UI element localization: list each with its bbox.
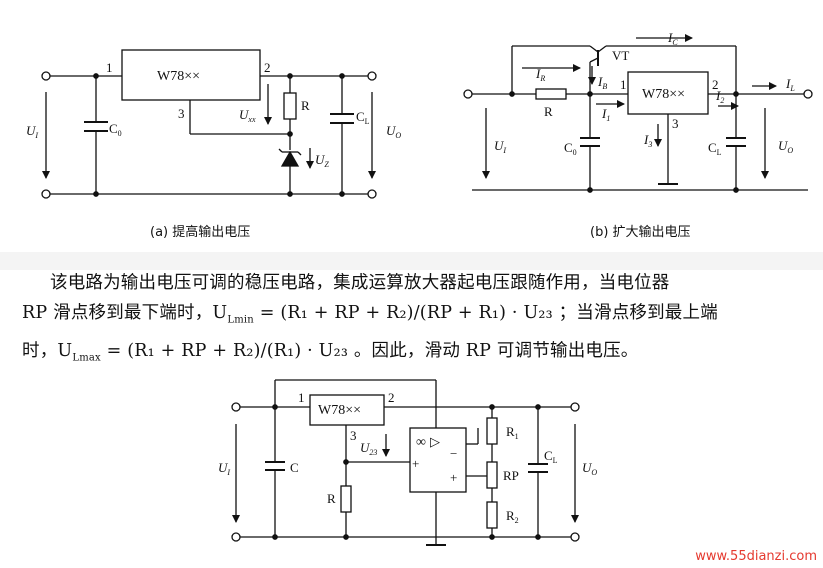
regulator-box	[121, 49, 261, 101]
uo-label: UO	[386, 123, 401, 140]
terminal	[231, 402, 241, 412]
paragraph-line: 该电路为输出电压可调的稳压电路，集成运算放大器起电压跟随作用，当电位器	[50, 273, 670, 293]
terminal	[367, 189, 377, 199]
r-label: R	[301, 98, 310, 113]
ui-label: UI	[494, 138, 506, 155]
op-amp	[409, 427, 467, 493]
c0-label: C0	[109, 121, 122, 138]
r2-label: R2	[506, 508, 519, 525]
resistor-r2	[486, 501, 498, 529]
figure-c-labels: W78×× 1 2 3 U23 ∞ ▷ − + + R1 RP R2 CL UO…	[218, 390, 597, 525]
uo-label: UO	[582, 460, 597, 477]
resistor	[535, 88, 567, 100]
cl-label: CL	[708, 140, 722, 157]
vt-label: VT	[612, 48, 629, 63]
terminal	[41, 71, 51, 81]
figure-a-labels: W78×× 1 2 3 UI C0 Uxx R UZ CL UO (a) 提高输…	[26, 60, 401, 240]
scan-band	[0, 252, 823, 270]
c-label: C	[290, 460, 299, 475]
u23-label: U23	[360, 440, 377, 457]
cl-label: CL	[544, 448, 558, 465]
ui-label: UI	[218, 460, 230, 477]
pin-label: 2	[264, 60, 271, 75]
uxx-label: Uxx	[239, 107, 256, 124]
pin-label: 1	[620, 77, 627, 92]
regulator-label: W78××	[318, 403, 361, 418]
regulator-box	[309, 394, 385, 426]
terminal	[570, 532, 580, 542]
opamp-triangle-icon: ▷	[430, 434, 440, 449]
c0-label: C0	[564, 140, 577, 157]
resistor	[340, 485, 352, 513]
pin-label: 3	[672, 116, 679, 131]
regulator-label: W78××	[157, 69, 200, 84]
ic-label: IC	[667, 30, 678, 47]
figure-c	[231, 379, 580, 546]
pin-label: 1	[106, 60, 113, 75]
regulator-label: W78××	[642, 87, 685, 102]
cl-label: CL	[356, 109, 370, 126]
rp-label: RP	[503, 468, 519, 483]
potentiometer-rp	[486, 461, 498, 489]
terminal	[570, 402, 580, 412]
il-label: IL	[785, 76, 795, 93]
i3-label: I3	[643, 132, 652, 149]
ui-label: UI	[26, 123, 38, 140]
minus-label: −	[450, 446, 457, 461]
r-label: R	[544, 104, 553, 119]
opamp-inf: ∞	[416, 435, 426, 450]
paragraph-line: RP 滑点移到最下端时，ULmin = (R₁ + RP + R₂)/(RP +…	[22, 303, 718, 326]
r1-label: R1	[506, 424, 519, 441]
terminal	[231, 532, 241, 542]
terminal	[803, 89, 813, 99]
terminal	[463, 89, 473, 99]
uo-label: UO	[778, 138, 793, 155]
pin-label: 3	[350, 428, 357, 443]
i2-label: I2	[715, 88, 724, 105]
pin-label: 2	[712, 77, 719, 92]
pin-label: 3	[178, 106, 185, 121]
watermark: www.55dianzi.com	[695, 549, 817, 564]
description-paragraph: 该电路为输出电压可调的稳压电路，集成运算放大器起电压跟随作用，当电位器 RP 滑…	[22, 268, 822, 373]
figure-a	[41, 49, 377, 199]
paragraph-line: 时，ULmax = (R₁ + RP + R₂)/(R₁) · U₂₃ 。因此，…	[22, 340, 639, 364]
i1-label: I1	[601, 106, 610, 123]
resistor-r1	[486, 417, 498, 445]
r-label: R	[327, 491, 336, 506]
uz-label: UZ	[315, 152, 329, 169]
resistor	[283, 92, 297, 120]
ib-label: IB	[597, 74, 607, 91]
terminal	[367, 71, 377, 81]
regulator-box	[627, 71, 709, 115]
caption-b: (b) 扩大输出电压	[590, 224, 691, 240]
figure-b-labels: W78×× IC VT IR IB 1 2 3 IL R I1 I2 I3 UI…	[494, 30, 795, 240]
pin-label: 2	[388, 390, 395, 405]
plus-label: +	[412, 456, 419, 471]
ir-label: IR	[535, 66, 545, 83]
zener-diode	[280, 150, 300, 167]
plus-label: +	[450, 470, 457, 485]
caption-a: (a) 提高输出电压	[150, 224, 250, 240]
figure-b	[463, 34, 813, 193]
pin-label: 1	[298, 390, 305, 405]
terminal	[41, 189, 51, 199]
